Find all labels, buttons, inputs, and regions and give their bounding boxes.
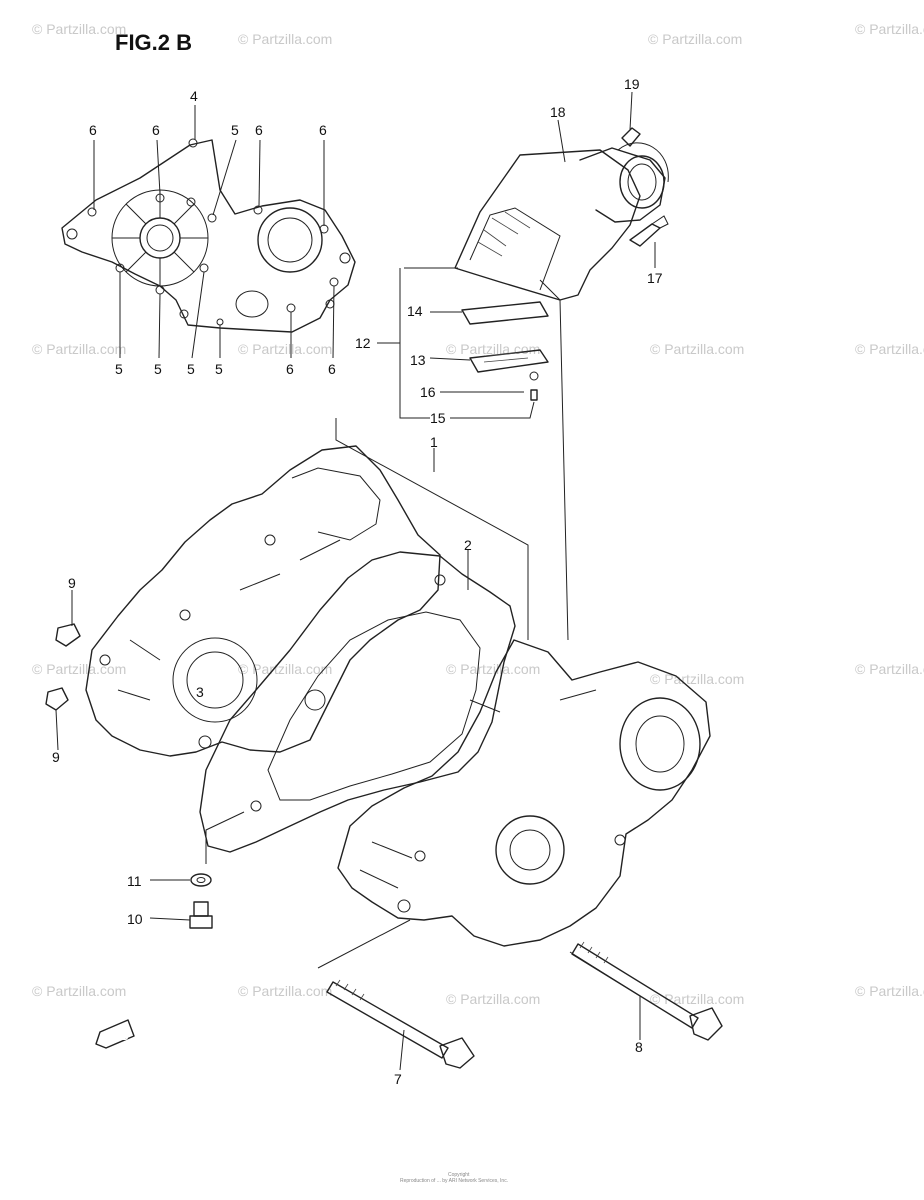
callout-7: 7 xyxy=(394,1071,402,1087)
assembly-lines xyxy=(335,279,569,641)
callout-6: 6 xyxy=(255,122,263,138)
watermark: © Partzilla.com xyxy=(32,341,126,357)
callout-17: 17 xyxy=(647,270,663,286)
callout-15: 15 xyxy=(430,410,446,426)
callout-14: 14 xyxy=(407,303,423,319)
cover-leader-lines xyxy=(93,105,335,359)
callout-3: 3 xyxy=(196,684,204,700)
callout-5: 5 xyxy=(187,361,195,377)
watermark: © Partzilla.com xyxy=(855,341,924,357)
callout-6: 6 xyxy=(328,361,336,377)
lower-leader-lines xyxy=(55,448,641,1071)
watermark: © Partzilla.com xyxy=(855,21,924,37)
callout-10: 10 xyxy=(127,911,143,927)
callout-5: 5 xyxy=(215,361,223,377)
watermark: © Partzilla.com xyxy=(650,341,744,357)
callout-8: 8 xyxy=(635,1039,643,1055)
figure-title: FIG.2 B xyxy=(115,30,192,55)
callout-5: 5 xyxy=(154,361,162,377)
callout-13: 13 xyxy=(410,352,426,368)
callout-12: 12 xyxy=(355,335,371,351)
callout-4: 4 xyxy=(190,88,198,104)
callout-18: 18 xyxy=(550,104,566,120)
watermark: © Partzilla.com xyxy=(650,671,744,687)
callout-9: 9 xyxy=(52,749,60,765)
watermark: © Partzilla.com xyxy=(648,31,742,47)
watermark: © Partzilla.com xyxy=(238,341,332,357)
callout-5: 5 xyxy=(115,361,123,377)
callout-6: 6 xyxy=(89,122,97,138)
gasket-drawing xyxy=(199,551,516,853)
watermark: © Partzilla.com xyxy=(855,661,924,677)
watermark: © Partzilla.com xyxy=(238,31,332,47)
watermark: © Partzilla.com xyxy=(32,21,126,37)
fwd-label: FWD xyxy=(108,1032,129,1042)
callout-labels: 4 6 6 5 6 6 5 5 5 5 6 6 18 19 17 14 12 1… xyxy=(52,76,663,1087)
watermark-layer: © Partzilla.com © Partzilla.com © Partzi… xyxy=(32,21,924,1007)
callout-9: 9 xyxy=(68,575,76,591)
watermark: © Partzilla.com xyxy=(238,983,332,999)
intake-assembly-drawing xyxy=(454,127,669,401)
footer-line-1: Copyright xyxy=(448,1172,470,1178)
watermark: © Partzilla.com xyxy=(855,983,924,999)
intake-leader-lines xyxy=(377,91,656,419)
callout-11: 11 xyxy=(127,873,142,889)
callout-16: 16 xyxy=(420,384,436,400)
crankcase-cover-drawing xyxy=(61,138,356,333)
left-crankcase-drawing xyxy=(45,445,441,757)
hardware-drawing: FWD xyxy=(95,873,723,1069)
footer: Copyright Reproduction of ... by ARI Net… xyxy=(400,1172,508,1184)
footer-line-2: Reproduction of ... by ARI Network Servi… xyxy=(400,1178,508,1184)
callout-2: 2 xyxy=(464,537,472,553)
callout-19: 19 xyxy=(624,76,640,92)
callout-6: 6 xyxy=(319,122,327,138)
callout-6: 6 xyxy=(286,361,294,377)
watermark: © Partzilla.com xyxy=(32,661,126,677)
callout-6: 6 xyxy=(152,122,160,138)
right-crankcase-drawing xyxy=(337,639,711,947)
watermark: © Partzilla.com xyxy=(650,991,744,1007)
callout-5: 5 xyxy=(231,122,239,138)
watermark: © Partzilla.com xyxy=(446,341,540,357)
watermark: © Partzilla.com xyxy=(446,661,540,677)
callout-1: 1 xyxy=(430,434,438,450)
watermark: © Partzilla.com xyxy=(32,983,126,999)
watermark: © Partzilla.com xyxy=(446,991,540,1007)
watermark: © Partzilla.com xyxy=(238,661,332,677)
